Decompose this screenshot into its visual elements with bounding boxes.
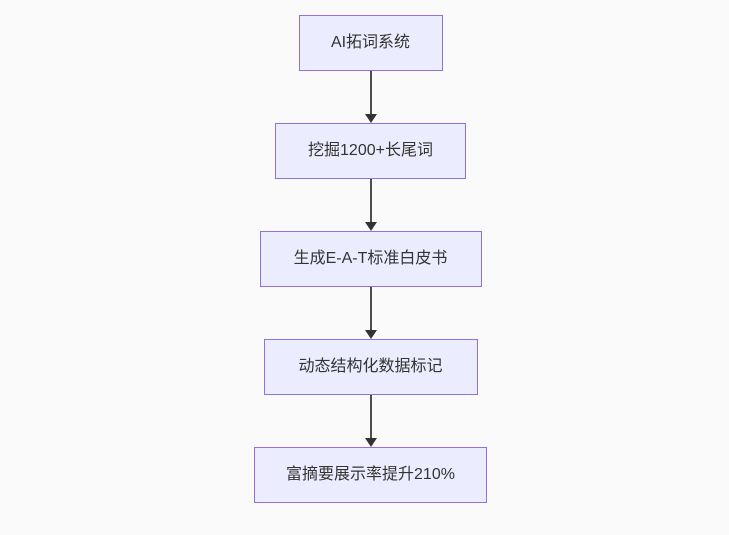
arrowhead-icon xyxy=(364,438,377,447)
flow-node-label: 富摘要展示率提升210% xyxy=(286,466,455,484)
flow-node-longtail-keywords: 挖掘1200+长尾词 xyxy=(275,123,466,179)
flow-node-label: 动态结构化数据标记 xyxy=(298,358,443,376)
flow-node-label: AI拓词系统 xyxy=(330,34,411,52)
arrow-down xyxy=(364,395,377,447)
arrow-line xyxy=(369,395,372,439)
arrowhead-icon xyxy=(364,330,377,339)
flow-node-rich-snippet-rate: 富摘要展示率提升210% xyxy=(254,447,487,503)
flowchart: AI拓词系统 挖掘1200+长尾词 生成E-A-T标准白皮书 动态结构化数据标记 xyxy=(6,15,729,503)
arrow-down xyxy=(364,71,377,123)
flow-node-structured-data: 动态结构化数据标记 xyxy=(263,339,478,395)
arrowhead-icon xyxy=(364,114,377,123)
flow-node-eat-whitepaper: 生成E-A-T标准白皮书 xyxy=(259,231,482,287)
arrow-down xyxy=(364,287,377,339)
flow-node-label: 生成E-A-T标准白皮书 xyxy=(293,250,448,268)
arrow-line xyxy=(369,287,372,331)
arrow-line xyxy=(369,179,372,223)
arrow-down xyxy=(364,179,377,231)
flow-node-ai-system: AI拓词系统 xyxy=(298,15,443,71)
arrowhead-icon xyxy=(364,222,377,231)
flow-node-label: 挖掘1200+长尾词 xyxy=(308,142,433,160)
arrow-line xyxy=(369,71,372,115)
